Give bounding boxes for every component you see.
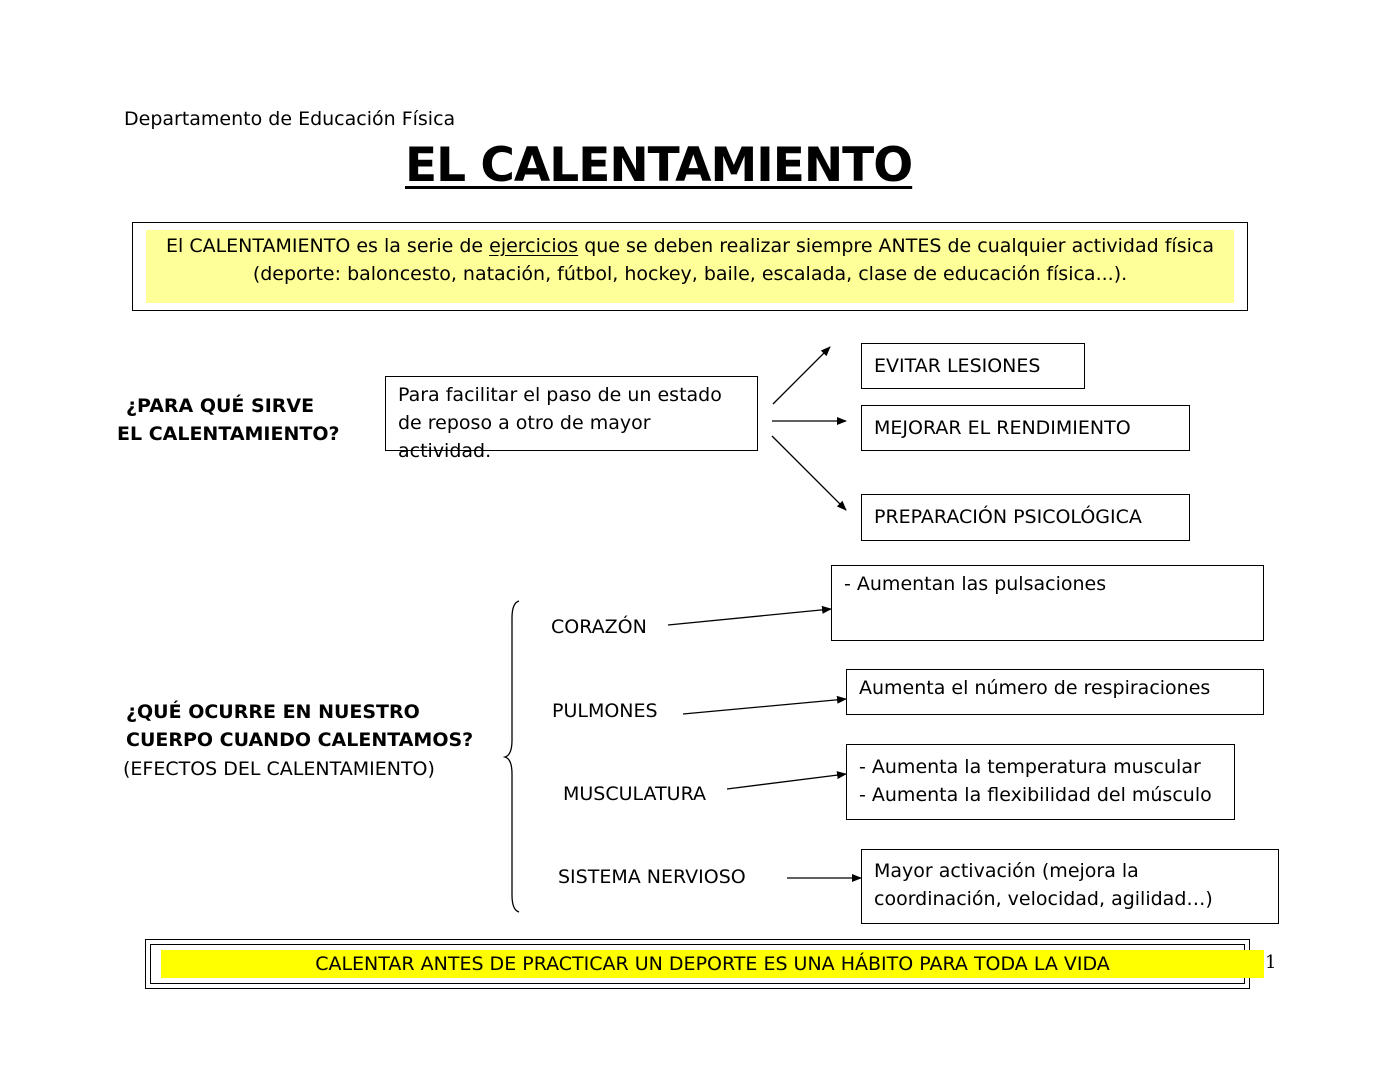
effect-sistema-nervioso-text: Mayor activación (mejora la coordinación… xyxy=(874,860,1213,910)
purpose-question-line1: ¿PARA QUÉ SIRVE xyxy=(126,395,315,417)
arrow-to-evitar-lesiones xyxy=(772,346,831,405)
organ-sistema-nervioso: SISTEMA NERVIOSO xyxy=(558,866,746,888)
effect-box-sistema-nervioso: Mayor activación (mejora la coordinación… xyxy=(861,849,1279,924)
definition-text: El CALENTAMIENTO es la serie de ejercici… xyxy=(133,232,1247,288)
outcome-preparacion-psicologica: PREPARACIÓN PSICOLÓGICA xyxy=(861,494,1190,541)
effect-box-corazon: - Aumentan las pulsaciones xyxy=(831,565,1264,641)
effect-musculatura-line2: - Aumenta la flexibilidad del músculo xyxy=(859,784,1212,806)
effect-musculatura-line1: - Aumenta la temperatura muscular xyxy=(859,756,1201,778)
effect-box-musculatura: - Aumenta la temperatura muscular - Aume… xyxy=(846,744,1235,820)
organ-pulmones: PULMONES xyxy=(552,700,658,722)
effect-corazon-line1: - Aumentan las pulsaciones xyxy=(844,573,1107,595)
curly-brace xyxy=(502,600,520,913)
arrow-pulmones xyxy=(682,695,847,715)
definition-part1: El CALENTAMIENTO es la serie de xyxy=(166,235,490,257)
footer-slogan: CALENTAR ANTES DE PRACTICAR UN DEPORTE E… xyxy=(161,950,1264,978)
effects-question-line3: (EFECTOS DEL CALENTAMIENTO) xyxy=(123,758,435,780)
organ-corazon: CORAZÓN xyxy=(551,616,647,638)
purpose-answer-box: Para facilitar el paso de un estado de r… xyxy=(385,376,758,462)
arrow-to-preparacion-psicologica xyxy=(771,435,847,511)
effects-question-line2: CUERPO CUANDO CALENTAMOS? xyxy=(126,729,474,751)
page-title: EL CALENTAMIENTO xyxy=(405,138,913,193)
organ-musculatura: MUSCULATURA xyxy=(563,783,707,805)
department-label: Departamento de Educación Física xyxy=(124,108,456,130)
definition-underlined-word: ejercicios xyxy=(489,235,579,257)
definition-highlight xyxy=(146,230,1234,303)
page-number: 1 xyxy=(1265,952,1277,973)
arrow-corazon xyxy=(667,605,832,626)
arrow-musculatura xyxy=(726,771,847,790)
effect-box-pulmones: Aumenta el número de respiraciones xyxy=(846,669,1264,715)
purpose-question-line2: EL CALENTAMIENTO? xyxy=(117,423,340,445)
definition-line2: (deporte: baloncesto, natación, fútbol, … xyxy=(252,263,1128,285)
outcome-evitar-lesiones: EVITAR LESIONES xyxy=(861,343,1085,389)
definition-part2: que se deben realizar siempre ANTES de c… xyxy=(578,235,1214,257)
outcome-mejorar-rendimiento: MEJORAR EL RENDIMIENTO xyxy=(861,405,1190,451)
effect-pulmones-line1: Aumenta el número de respiraciones xyxy=(859,677,1211,699)
definition-box: El CALENTAMIENTO es la serie de ejercici… xyxy=(132,222,1248,311)
effects-question-line1: ¿QUÉ OCURRE EN NUESTRO xyxy=(126,701,420,723)
